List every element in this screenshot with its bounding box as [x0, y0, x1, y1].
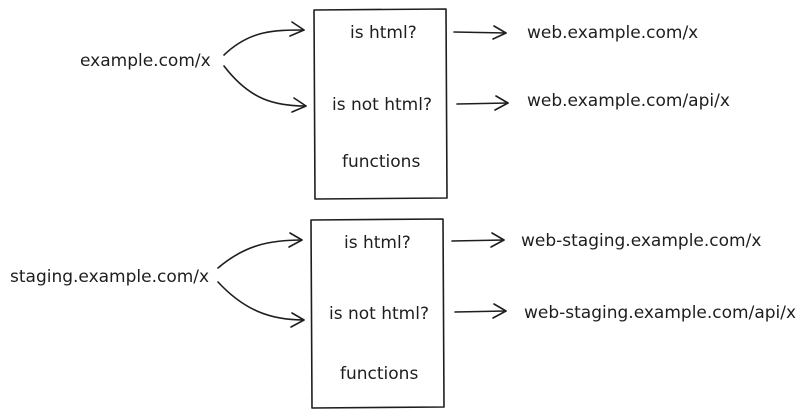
arrow-head — [492, 303, 507, 319]
arrow-head — [490, 232, 505, 248]
branch-arrow-lower — [223, 65, 307, 107]
check-label-html: is html? — [344, 233, 411, 253]
branch-arrow-upper — [217, 239, 303, 269]
branch-arrow-lower — [217, 281, 305, 321]
router-box — [310, 218, 445, 409]
functions-label: functions — [342, 152, 420, 172]
router-box — [313, 8, 448, 200]
check-label-not-html: is not html? — [332, 95, 432, 115]
target-label-html: web.example.com/x — [527, 23, 698, 43]
branch-arrow-upper — [223, 29, 305, 56]
routing-group-production: example.com/x is html? is not html? func… — [80, 8, 730, 200]
target-label-not-html: web-staging.example.com/api/x — [524, 303, 796, 323]
arrow-head — [289, 21, 305, 37]
arrow-head — [494, 95, 509, 111]
arrow-head — [288, 232, 303, 248]
route-arrow-html — [453, 31, 507, 34]
source-label: example.com/x — [80, 51, 211, 71]
arrow-head — [492, 25, 507, 40]
check-label-html: is html? — [350, 23, 417, 43]
route-arrow-not-html — [456, 102, 509, 105]
functions-label: functions — [340, 364, 418, 384]
route-arrow-html — [451, 239, 505, 242]
arrow-head — [291, 97, 307, 113]
check-label-not-html: is not html? — [329, 304, 429, 324]
routing-group-staging: staging.example.com/x is html? is not ht… — [10, 218, 796, 409]
route-arrow-not-html — [454, 310, 507, 313]
arrow-head — [290, 312, 305, 328]
target-label-not-html: web.example.com/api/x — [527, 91, 730, 111]
source-label: staging.example.com/x — [10, 267, 209, 287]
target-label-html: web-staging.example.com/x — [521, 231, 761, 251]
